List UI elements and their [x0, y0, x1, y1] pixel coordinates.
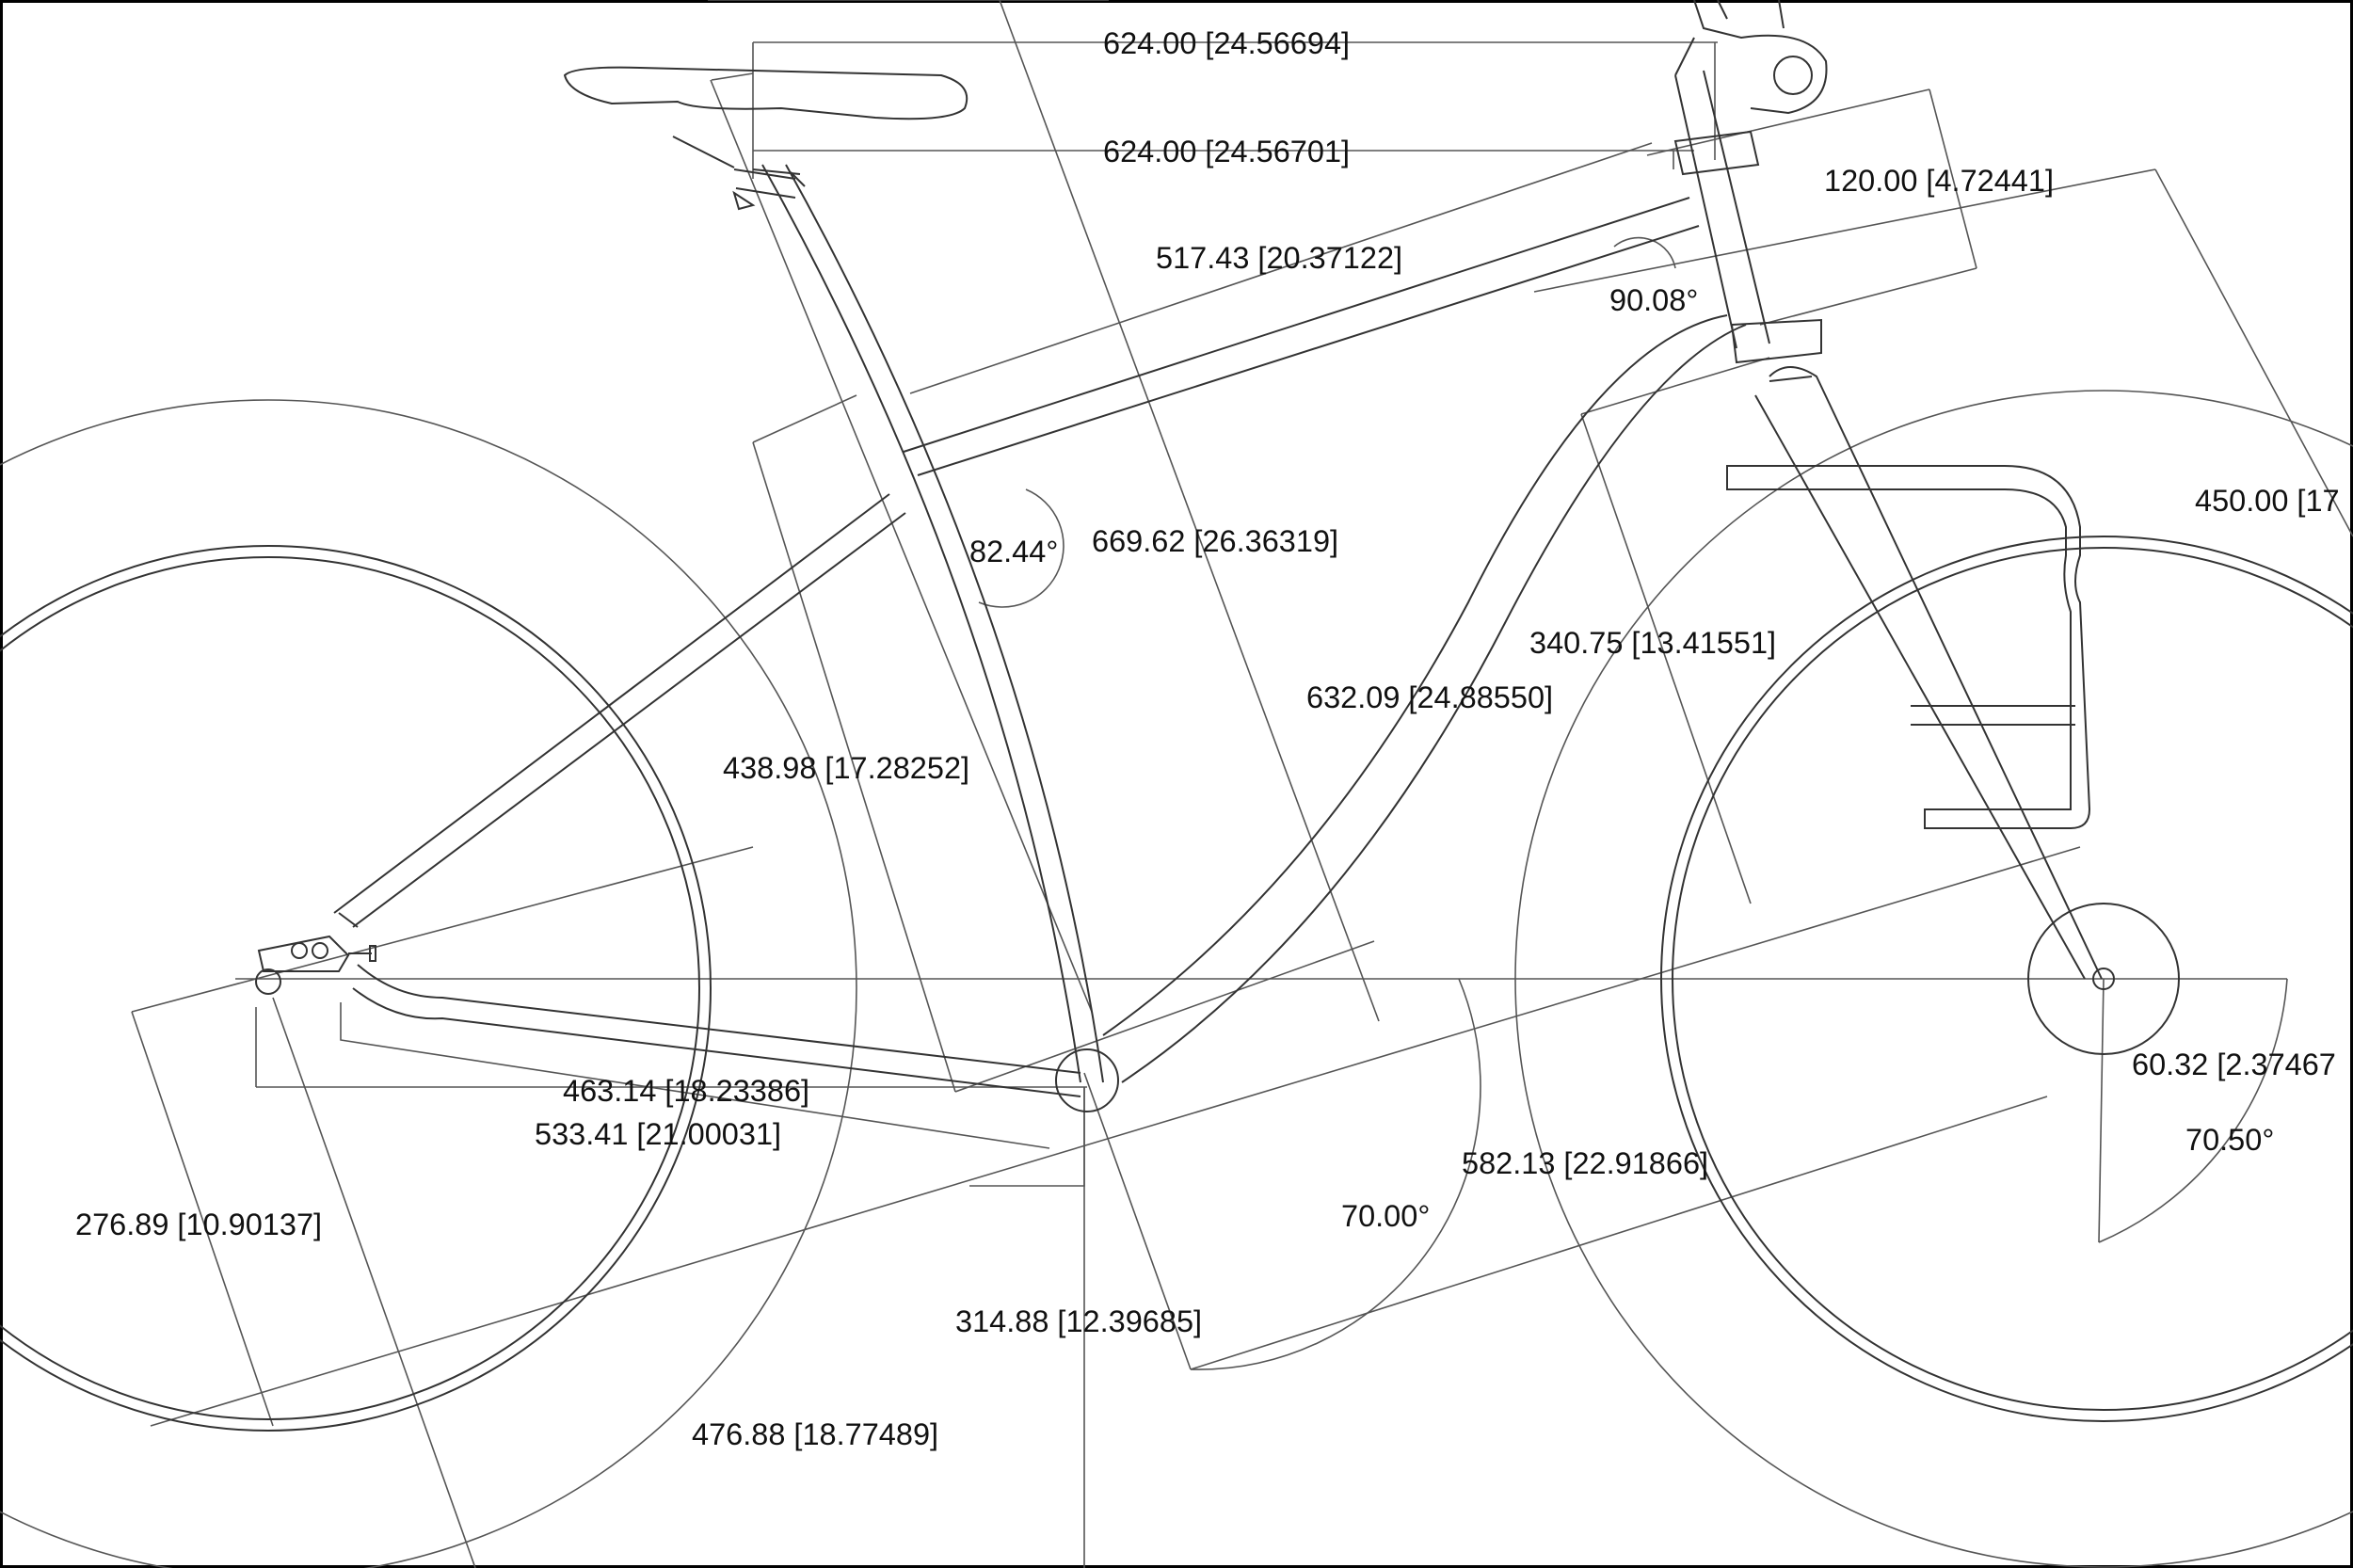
dim-label: 476.88 [18.77489]	[692, 1417, 938, 1451]
dim-label: 70.00°	[1341, 1199, 1430, 1233]
dim-label: 314.88 [12.39685]	[955, 1304, 1202, 1338]
bike-frame	[257, 164, 1747, 1097]
front-end	[1673, 0, 2103, 980]
dim-label: 450.00 [17	[2195, 484, 2340, 518]
dim-label: 463.14 [18.23386]	[563, 1074, 809, 1108]
dim-label: 533.41 [21.00031]	[535, 1117, 781, 1151]
dimension-labels: 624.00 [24.56694] 624.00 [24.56701] 120.…	[75, 26, 2340, 1451]
dim-label: 669.62 [26.36319]	[1092, 524, 1338, 558]
dim-label: 90.08°	[1609, 283, 1698, 317]
dim-label: 438.98 [17.28252]	[723, 751, 969, 785]
dim-label: 582.13 [22.91866]	[1462, 1146, 1708, 1180]
angle-arcs	[978, 236, 2288, 1370]
dim-label: 82.44°	[969, 535, 1058, 568]
dim-label: 624.00 [24.56694]	[1103, 26, 1350, 60]
front-wheel	[1660, 536, 2353, 1422]
dim-label: 70.50°	[2185, 1123, 2274, 1157]
dim-label: 60.32 [2.37467	[2132, 1048, 2336, 1081]
dim-label: 276.89 [10.90137]	[75, 1208, 322, 1241]
dim-label: 632.09 [24.88550]	[1306, 680, 1553, 714]
saddle	[563, 66, 968, 211]
dim-label: 517.43 [20.37122]	[1156, 241, 1402, 275]
wheel-construction-circles	[0, 390, 2353, 1568]
dim-label: 120.00 [4.72441]	[1824, 164, 2054, 198]
bottom-bracket	[1055, 1048, 1119, 1112]
dim-label: 340.75 [13.41551]	[1529, 626, 1776, 660]
construction-lines	[131, 0, 2353, 1568]
rear-wheel	[0, 545, 712, 1432]
front-rack	[1726, 465, 2091, 829]
dim-label: 624.00 [24.56701]	[1103, 135, 1350, 168]
